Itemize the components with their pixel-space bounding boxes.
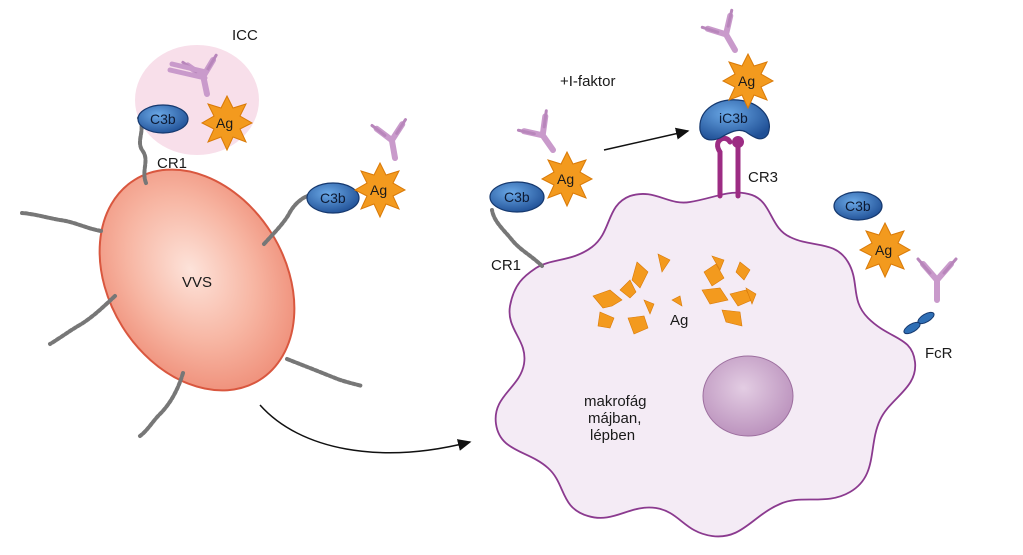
c3b-label-icc: C3b bbox=[150, 111, 176, 127]
c3b-label-rbc: C3b bbox=[320, 190, 346, 206]
cr1-label-right: CR1 bbox=[491, 257, 521, 274]
cr1-label-top: CR1 bbox=[157, 155, 187, 172]
ag-label-macrophage: Ag bbox=[557, 171, 574, 187]
ag-label-icc: Ag bbox=[216, 115, 233, 131]
antibody-rbc bbox=[372, 120, 412, 161]
cr3-label: CR3 bbox=[748, 169, 778, 186]
antigen-rbc bbox=[353, 161, 407, 219]
c3b-label-free: C3b bbox=[845, 198, 871, 214]
c3b-molecule-macrophage bbox=[489, 181, 545, 213]
vvs-label: VVS bbox=[182, 274, 212, 291]
nucleus bbox=[702, 355, 794, 437]
ag-label-cr3: Ag bbox=[738, 73, 755, 89]
antibody-cr3 bbox=[702, 10, 749, 58]
immune-complex-right bbox=[306, 120, 412, 219]
macrophage-cell bbox=[494, 191, 916, 538]
ag-label-fcr: Ag bbox=[875, 242, 892, 258]
transport-arrow bbox=[259, 404, 472, 454]
cr3-complex bbox=[700, 10, 775, 199]
cr1-receptors bbox=[20, 116, 364, 438]
cr1-macrophage bbox=[489, 111, 594, 268]
c3b-molecule-free bbox=[833, 191, 883, 221]
c3b-molecule-icc bbox=[137, 104, 189, 134]
macrophage-label-line3: lépben bbox=[590, 427, 635, 444]
antigen-fcr bbox=[858, 221, 912, 279]
fcr-label: FcR bbox=[925, 345, 953, 362]
antigen-fragments bbox=[592, 253, 757, 335]
antibody-fcr bbox=[916, 257, 958, 303]
ag-label-rbc: Ag bbox=[370, 182, 387, 198]
i-factor-arrow bbox=[603, 127, 690, 151]
icc-label: ICC bbox=[232, 27, 258, 44]
icc-complex bbox=[137, 55, 254, 152]
i-factor-label: +I-faktor bbox=[560, 73, 615, 90]
c3b-label-macrophage: C3b bbox=[504, 189, 530, 205]
antigen-macrophage bbox=[540, 150, 594, 208]
antigen-icc bbox=[200, 94, 254, 152]
ic3b-label: iC3b bbox=[719, 110, 748, 126]
c3b-molecule-rbc bbox=[306, 182, 360, 214]
antibody-macrophage bbox=[518, 111, 566, 160]
macrophage-label-line1: makrofág bbox=[584, 393, 647, 410]
ag-inside-label: Ag bbox=[670, 312, 688, 329]
macrophage-label-line2: májban, bbox=[588, 410, 641, 427]
antigen-cr3 bbox=[721, 52, 775, 110]
fcr-complex bbox=[833, 191, 958, 335]
